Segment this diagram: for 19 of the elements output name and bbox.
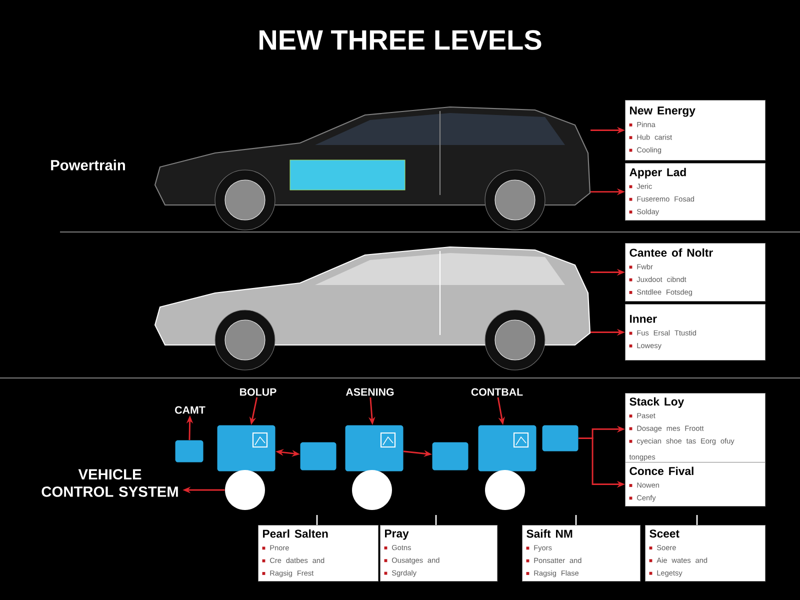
section-heading: VEHICLE CONTROL SYSTEM [42, 469, 178, 497]
title: NEW THREE LEVELS [260, 30, 542, 50]
step-label: ASENING [346, 388, 394, 396]
car-drawing [154, 246, 591, 370]
step-label: BOLUP [240, 388, 276, 396]
process-box [432, 442, 468, 470]
process-box [542, 425, 578, 452]
process-box [217, 425, 276, 472]
circle-marker [352, 470, 392, 510]
car-drawing [154, 106, 591, 230]
circle-marker [485, 470, 525, 510]
step-label: CAMT [175, 406, 206, 414]
process-box [175, 440, 204, 462]
circle-marker [225, 470, 265, 510]
process-box [300, 442, 336, 470]
side-label: Powertrain [51, 160, 125, 170]
step-label: CONTBAL [471, 388, 523, 396]
process-box [478, 425, 536, 472]
process-box [345, 425, 404, 472]
